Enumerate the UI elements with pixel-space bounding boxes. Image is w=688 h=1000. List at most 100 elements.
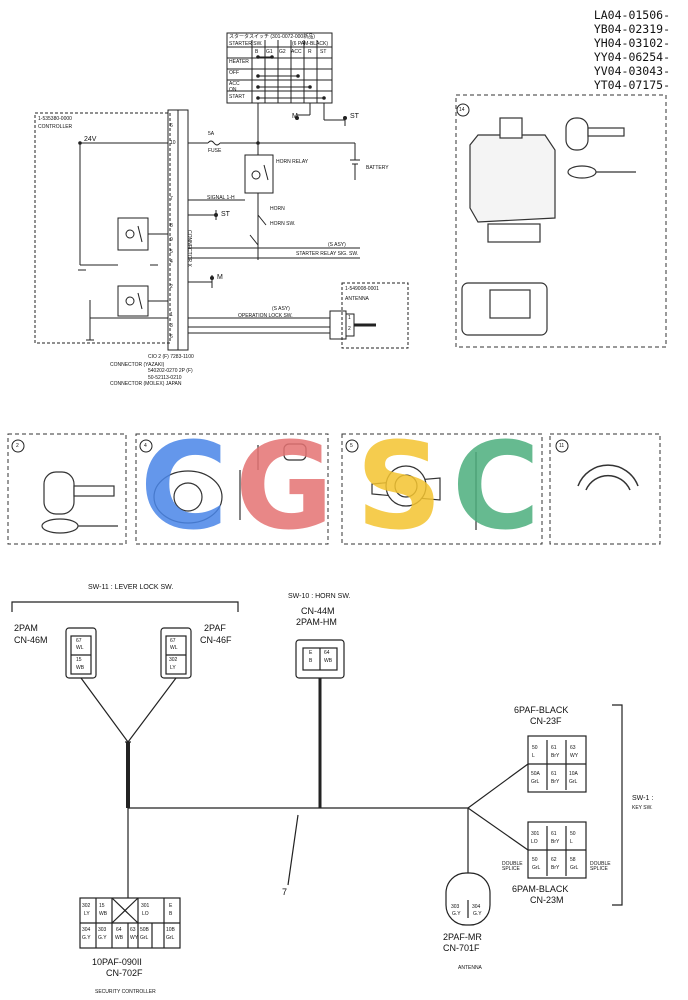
model-code: YY04-06254- bbox=[593, 50, 670, 64]
cn702f-cell: 304 bbox=[82, 927, 91, 933]
terminal-st-2: ST bbox=[221, 211, 230, 218]
security-controller-drawing bbox=[461, 117, 556, 336]
cn23f-cell: GrL bbox=[531, 779, 540, 785]
cn23f-cell: GrL bbox=[569, 779, 578, 785]
cn46m-id: CN-46M bbox=[14, 635, 48, 645]
connector-note: CONNECTOR (YAZAKI) bbox=[110, 362, 165, 368]
starter-relay-label: STARTER RELAY SIG. SW. bbox=[296, 251, 359, 257]
cn44m-cell: WB bbox=[324, 658, 333, 664]
cn702f-cell: 15 bbox=[99, 903, 105, 909]
cn46m-type: 2PAM bbox=[14, 623, 38, 633]
cn46f-cell: 302 bbox=[169, 657, 178, 663]
cn701f-cell: G.Y bbox=[473, 911, 482, 917]
cn23f-cell: 61 bbox=[551, 771, 557, 777]
pin-label: 7 bbox=[170, 196, 173, 202]
cn701f-cell: G.Y bbox=[452, 911, 461, 917]
sw10-label: SW-10 : HORN SW. bbox=[288, 593, 351, 600]
cn44m-type: 2PAM-HM bbox=[296, 617, 337, 627]
double-splice-right: DOUBLE SPLICE bbox=[590, 861, 611, 872]
cn23f-cell: 50 bbox=[532, 745, 538, 751]
panel-number-4: 4 bbox=[144, 443, 147, 449]
cn46f-id: CN-46F bbox=[200, 635, 232, 645]
pin-label: 4 bbox=[170, 259, 173, 265]
cn702f-id: CN-702F bbox=[106, 968, 143, 978]
starter-col-g1: G1 bbox=[266, 49, 273, 55]
cn23f-cell: BrY bbox=[551, 779, 560, 785]
key-switch-drawing bbox=[153, 443, 307, 524]
operation-lock-label: OPERATION LOCK SW. bbox=[238, 313, 293, 319]
pin-label: 1 bbox=[170, 312, 173, 318]
cn23m-cell: GrL bbox=[532, 865, 541, 871]
cn701f-type: 2PAF-MR bbox=[443, 932, 482, 942]
connector-note: 50-52113-0210 bbox=[148, 375, 182, 381]
cn23m-cell: 61 bbox=[551, 831, 557, 837]
starter-col-b: B bbox=[255, 49, 259, 55]
fuse-label: FUSE bbox=[208, 148, 222, 154]
cn702f-cell: G.Y bbox=[82, 935, 91, 941]
pin-label: 9 bbox=[170, 237, 173, 243]
panel-number-11: 11 bbox=[559, 443, 565, 449]
cn23m-cell: 50 bbox=[532, 857, 538, 863]
cn23f-cell: L bbox=[532, 753, 535, 759]
controller-part-no: 1-535380-0000 bbox=[38, 116, 72, 122]
cn23m-cell: 50 bbox=[570, 831, 576, 837]
watermark-letter: C bbox=[140, 418, 229, 557]
cn702f-type: 10PAF-090II bbox=[92, 957, 142, 967]
cn701f-cell: 303 bbox=[451, 904, 460, 910]
cn23m-cell: GrL bbox=[570, 865, 579, 871]
antenna-part-no: 1-549008-0001 bbox=[345, 286, 379, 292]
cn46m-cell: WL bbox=[76, 645, 84, 651]
cn702f-cell: WB bbox=[99, 911, 108, 917]
starter-sw-label: STARTER SW. bbox=[229, 41, 263, 47]
starter-row-heater: HEATER bbox=[229, 59, 249, 65]
key-switch-drawing bbox=[371, 452, 477, 530]
sw11-label: SW-11 : LEVER LOCK SW. bbox=[88, 584, 174, 591]
antenna-label: ANTENNA bbox=[345, 296, 369, 302]
cn46f-type: 2PAF bbox=[204, 623, 226, 633]
cn702f-cell: G.Y bbox=[98, 935, 107, 941]
horn-label: HORN bbox=[270, 206, 285, 212]
cn23m-cell: LO bbox=[531, 839, 538, 845]
cn702f-cell: 303 bbox=[98, 927, 107, 933]
model-code: YH04-03102- bbox=[593, 36, 670, 50]
model-code: LA04-01506- bbox=[593, 8, 670, 22]
cn701f-id: CN-701F bbox=[443, 943, 480, 953]
key-bezel-drawing bbox=[577, 464, 639, 491]
terminal-st: ST bbox=[350, 113, 359, 120]
terminal-m-2: M bbox=[217, 274, 223, 281]
cn23m-cell: 301 bbox=[531, 831, 540, 837]
cn702f-label: SECURITY CONTROLLER bbox=[95, 989, 156, 995]
key-drawing bbox=[565, 117, 636, 179]
connector-note: CONNECTOR (MOLEX) JAPAN bbox=[110, 381, 182, 387]
starter-sw-part-no: スタータスイッチ (301-0072-000新品) bbox=[229, 34, 315, 40]
sw1-label: SW-1 : bbox=[632, 795, 654, 802]
cn702f-cell: E bbox=[169, 903, 173, 909]
pin-label: 2 bbox=[170, 284, 173, 290]
cn23f-cell: 61 bbox=[551, 745, 557, 751]
cn702f-cell: LO bbox=[142, 911, 149, 917]
starter-row-acc: ACC bbox=[229, 81, 240, 87]
antenna-pin-1: 1 bbox=[348, 315, 351, 321]
terminal-m: M bbox=[292, 113, 298, 120]
cn46m-cell: 67 bbox=[76, 638, 82, 644]
cn23f-id: CN-23F bbox=[530, 716, 562, 726]
watermark-letter: G bbox=[235, 418, 334, 557]
panel-11-frame bbox=[549, 433, 661, 545]
cn23f-cell: 63 bbox=[570, 745, 576, 751]
watermark-letter: C bbox=[452, 418, 541, 557]
cn702f-cell: LY bbox=[84, 911, 90, 917]
cn702f-cell: 10B bbox=[166, 927, 175, 933]
cn702f-cell: 63 bbox=[130, 927, 136, 933]
double-splice-left: DOUBLE SPLICE bbox=[502, 861, 523, 872]
connector-note: 540202-0270 2P (F) bbox=[148, 368, 193, 374]
key-drawing bbox=[41, 471, 118, 534]
model-code: YB04-02319- bbox=[593, 22, 670, 36]
cn23m-cell: 62 bbox=[551, 857, 557, 863]
starter-col-r: R bbox=[308, 49, 312, 55]
key-sw-label: KEY SW. bbox=[632, 805, 653, 811]
cn702f-cell: GrL bbox=[140, 935, 149, 941]
cn702f-cell: GrL bbox=[166, 935, 175, 941]
starter-col-acc: ACC bbox=[291, 49, 302, 55]
voltage-label: 24V bbox=[84, 136, 97, 143]
